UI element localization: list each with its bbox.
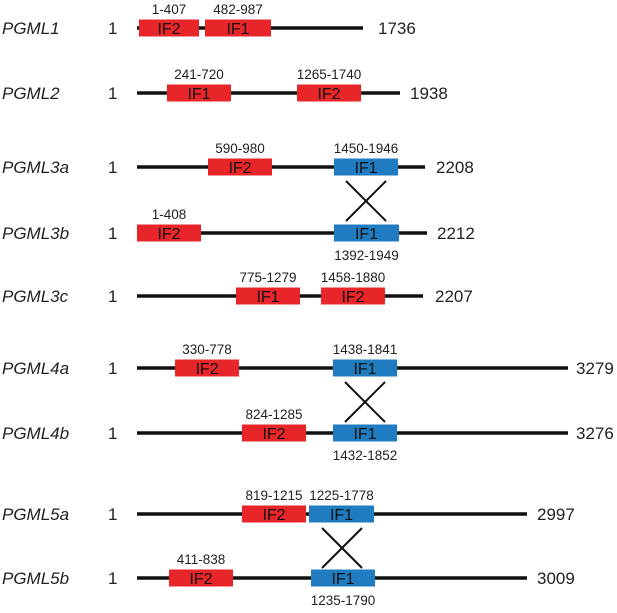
domain-range-label: 1458-1880 — [321, 270, 386, 285]
domain-box-if1 — [205, 19, 271, 37]
gene-end-position: 2207 — [435, 287, 473, 306]
domain-range-label: 1-408 — [152, 207, 187, 222]
domain-box-if1 — [333, 359, 397, 377]
domain-label: IF1 — [353, 361, 376, 378]
domain-range-label: 330-778 — [182, 342, 232, 357]
domain-label: IF1 — [330, 507, 353, 524]
domain-range-label: 1265-1740 — [297, 67, 362, 82]
domain-box-if1 — [309, 505, 374, 523]
domain-swap-cross-line — [345, 180, 387, 222]
domain-box-if1 — [236, 287, 300, 305]
gene-name: PGML3b — [2, 224, 69, 243]
gene-end-position: 3009 — [537, 569, 575, 588]
domain-range-label: 1235-1790 — [311, 593, 376, 608]
domain-range-label: 241-720 — [174, 67, 224, 82]
gene-end-position: 1736 — [378, 19, 416, 38]
domain-box-if1 — [334, 158, 398, 176]
domain-swap-cross-line — [344, 381, 386, 423]
domain-range-label: 775-1279 — [239, 270, 296, 285]
gene-start-position: 1 — [108, 359, 117, 378]
domain-range-label: 482-987 — [213, 2, 263, 17]
gene-end-position: 2997 — [537, 505, 575, 524]
domain-box-if2 — [137, 224, 201, 242]
gene-start-position: 1 — [108, 424, 117, 443]
gene-name: PGML5a — [2, 505, 69, 524]
gene-start-position: 1 — [108, 19, 117, 38]
domain-label: IF2 — [341, 289, 364, 306]
domain-label: IF2 — [262, 426, 285, 443]
gene-end-position: 1938 — [410, 84, 448, 103]
gene-end-position: 2208 — [436, 158, 474, 177]
gene-name: PGML5b — [2, 569, 69, 588]
domain-box-if2 — [242, 424, 306, 442]
domain-swap-cross-line — [321, 527, 363, 569]
domain-box-if2 — [242, 505, 306, 523]
domain-box-if2 — [297, 84, 361, 102]
domain-label: IF2 — [195, 361, 218, 378]
gene-name: PGML3a — [2, 158, 69, 177]
gene-start-position: 1 — [108, 287, 117, 306]
domain-range-label: 1432-1852 — [333, 448, 398, 463]
domain-label: IF1 — [187, 86, 210, 103]
domain-label: IF2 — [228, 160, 251, 177]
gene-start-position: 1 — [108, 158, 117, 177]
domain-box-if1 — [333, 424, 397, 442]
domain-label: IF1 — [331, 571, 354, 588]
domain-range-label: 1225-1778 — [309, 488, 374, 503]
domain-label: IF1 — [355, 226, 378, 243]
domain-box-if1 — [334, 224, 399, 242]
domain-box-if1 — [311, 569, 375, 587]
domain-label: IF1 — [354, 160, 377, 177]
gene-end-position: 2212 — [437, 224, 475, 243]
gene-name: PGML1 — [2, 19, 60, 38]
domain-box-if2 — [208, 158, 272, 176]
domain-label: IF1 — [256, 289, 279, 306]
domain-label: IF2 — [189, 571, 212, 588]
gene-name: PGML4b — [2, 424, 69, 443]
domain-range-label: 590-980 — [215, 141, 265, 156]
domain-box-if2 — [139, 19, 199, 37]
domain-box-if1 — [167, 84, 231, 102]
domain-box-if2 — [169, 569, 233, 587]
gene-end-position: 3279 — [576, 359, 614, 378]
gene-start-position: 1 — [108, 84, 117, 103]
domain-label: IF1 — [353, 426, 376, 443]
domain-box-if2 — [321, 287, 385, 305]
domain-range-label: 1392-1949 — [334, 248, 399, 263]
domain-range-label: 1-407 — [152, 2, 187, 17]
domain-range-label: 411-838 — [177, 552, 226, 567]
domain-range-label: 824-1285 — [245, 407, 302, 422]
gene-name: PGML4a — [2, 359, 69, 378]
domain-range-label: 819-1215 — [245, 488, 302, 503]
domain-box-if2 — [175, 359, 239, 377]
gene-name: PGML3c — [2, 287, 69, 306]
gene-start-position: 1 — [108, 569, 117, 588]
gene-end-position: 3276 — [576, 424, 614, 443]
gene-start-position: 1 — [108, 224, 117, 243]
domain-range-label: 1450-1946 — [334, 141, 399, 156]
domain-label: IF2 — [317, 86, 340, 103]
gene-start-position: 1 — [108, 505, 117, 524]
domain-label: IF2 — [157, 21, 180, 38]
domain-label: IF1 — [226, 21, 249, 38]
domain-label: IF2 — [157, 226, 180, 243]
domain-label: IF2 — [262, 507, 285, 524]
gene-name: PGML2 — [2, 84, 60, 103]
domain-range-label: 1438-1841 — [333, 342, 398, 357]
